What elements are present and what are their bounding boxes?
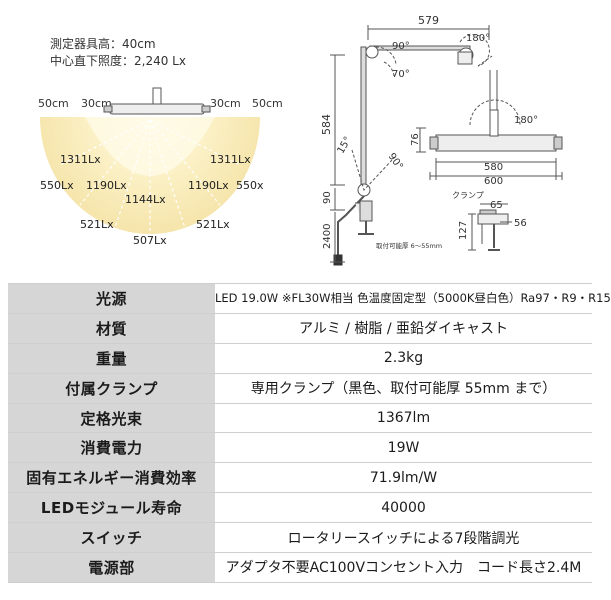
lux-mid-right: 1190Lx: [188, 179, 229, 192]
spec-value: アルミ / 樹脂 / 亜鉛ダイキャスト: [215, 312, 592, 344]
lux-outer-right: 550x: [236, 179, 264, 192]
dim-base-height: 90: [322, 191, 333, 204]
dim-angle-head: 180°: [466, 33, 490, 44]
dim-head-width: 580: [484, 162, 503, 173]
spec-value: ロータリースイッチによる7段階調光: [215, 522, 592, 553]
dim-cord-length: 2400: [322, 224, 333, 249]
lux-inner-left: 1311Lx: [60, 153, 101, 166]
beam-rays: [59, 119, 241, 234]
dim-angle-elbow: 70°: [392, 69, 410, 80]
lux-inner-right: 1311Lx: [210, 153, 251, 166]
dim-clamp-depth: 56: [514, 218, 527, 229]
spec-label: LEDモジュール寿命: [8, 492, 215, 523]
illuminance-chart: 測定器具高：40cm 中心直下照度：2,240 Lx 50cm 30cm 30c…: [38, 36, 283, 247]
spec-value: アダプタ不要AC100Vコンセント入力 コード長さ2.4M: [215, 552, 592, 583]
spec-label: 光源: [8, 283, 215, 314]
lux-low-right: 521Lx: [196, 218, 230, 231]
dim-head-height: 76: [410, 133, 421, 146]
dist-left-50: 50cm: [38, 97, 69, 110]
spec-label: 消費電力: [8, 432, 215, 463]
lux-center: 1144Lx: [125, 193, 166, 206]
spec-value: 専用クランプ（黒色、取付可能厚 55mm まで）: [215, 372, 592, 404]
dim-clamp-width: 65: [490, 200, 503, 211]
dim-angle-base2: 90°: [386, 151, 405, 172]
lux-low-left: 521Lx: [80, 218, 114, 231]
lux-bottom: 507Lx: [133, 234, 167, 247]
spec-value: 1367lm: [215, 402, 592, 433]
spec-value: LED 19.0W ※FL30W相当 色温度固定型（5000K昼白色）Ra97・…: [215, 283, 611, 314]
spec-label: 定格光束: [8, 402, 215, 433]
spec-value: 2.3kg: [215, 342, 592, 374]
dim-head-rotate: 180°: [514, 115, 538, 126]
spec-label: 材質: [8, 312, 215, 344]
spec-value: 40000: [215, 492, 592, 523]
dim-width-total: 579: [418, 14, 439, 27]
spec-row: 材質アルミ / 樹脂 / 亜鉛ダイキャスト: [8, 312, 592, 344]
dim-angle-shoulder: 90°: [392, 41, 410, 52]
spec-value: 19W: [215, 432, 592, 463]
spec-label: 付属クランプ: [8, 372, 215, 404]
spec-label: スイッチ: [8, 522, 215, 553]
spec-label: 重量: [8, 342, 215, 374]
lamp-diagram: 測定器具高：40cm 中心直下照度：2,240 Lx 50cm 30cm 30c…: [38, 14, 563, 266]
dim-clamp-note: 取付可能厚 6〜55mm: [376, 241, 442, 250]
spec-value: 71.9lm/W: [215, 462, 592, 493]
dist-right-50: 50cm: [252, 97, 283, 110]
center-lux-text: 中心直下照度：2,240 Lx: [50, 53, 186, 68]
dist-right-30: 30cm: [210, 97, 241, 110]
dim-height-arm: 584: [320, 114, 333, 135]
spec-label: 電源部: [8, 552, 215, 583]
dim-angle-base: 15°: [336, 135, 354, 156]
lux-mid-left: 1190Lx: [86, 179, 127, 192]
spec-row: 付属クランプ専用クランプ（黒色、取付可能厚 55mm まで）: [8, 372, 592, 404]
lamp-head-icon: [103, 87, 211, 115]
dim-head-width-total: 600: [484, 176, 503, 187]
spec-row: スイッチロータリースイッチによる7段階調光: [8, 522, 592, 553]
clamp-title: クランプ: [452, 191, 484, 200]
measure-height-text: 測定器具高：40cm: [50, 36, 156, 51]
dim-clamp-height: 127: [458, 221, 469, 240]
spec-row: 電源部アダプタ不要AC100Vコンセント入力 コード長さ2.4M: [8, 552, 592, 583]
dimension-drawing: [330, 25, 563, 266]
lux-outer-left: 550Lx: [40, 179, 74, 192]
spec-label: 固有エネルギー消費効率: [8, 462, 215, 493]
